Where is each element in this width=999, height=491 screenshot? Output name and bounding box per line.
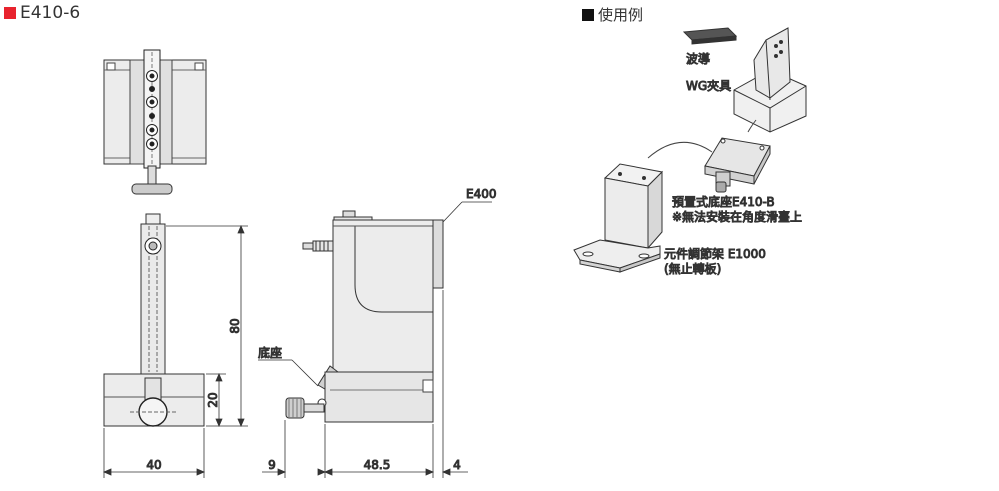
label-mount-line1: 預置式底座E410-B [672,194,775,209]
dim-base-width: 40 [146,458,161,472]
section-title-usage: 使用例 [582,4,643,25]
label-wg-clamp: WG夾具 [686,79,731,93]
connector-line-1 [647,141,713,159]
label-waveguide: 波導 [686,52,710,66]
usage-illustration [573,27,807,273]
top-knob [131,183,173,195]
front-post [140,223,166,375]
side-body [332,219,434,373]
label-base: 底座 [258,345,282,360]
usage-heading: 使用例 [598,6,644,24]
label-e400: E400 [466,187,497,201]
section-title-e410-6: E410-6 [4,3,80,23]
product-code: E410-6 [20,3,81,23]
rail-holes [146,70,158,150]
label-mount-line2: ※無法安裝在角度滑臺上 [672,209,802,224]
side-base [324,371,434,423]
dim-base-height: 20 [206,392,220,407]
dim-plate-thickness: 4 [453,458,461,472]
corner-hole-left [106,62,116,71]
label-holder-line1: 元件調節架 E1000 [664,246,766,261]
corner-hole-right [194,62,204,71]
front-view [103,213,205,427]
label-holder-line2: (無止轉板) [664,261,721,276]
dim-left-offset: 9 [268,458,276,472]
red-square-icon [4,7,16,19]
holder-post [604,177,649,249]
e400-plate [432,219,444,289]
dimension-lines [102,201,492,478]
dim-height-total: 80 [228,318,242,333]
black-square-icon [582,8,594,21]
connector-line-2 [747,119,757,133]
side-view [285,210,444,423]
dim-depth: 48.5 [364,458,391,472]
top-view [103,49,207,195]
